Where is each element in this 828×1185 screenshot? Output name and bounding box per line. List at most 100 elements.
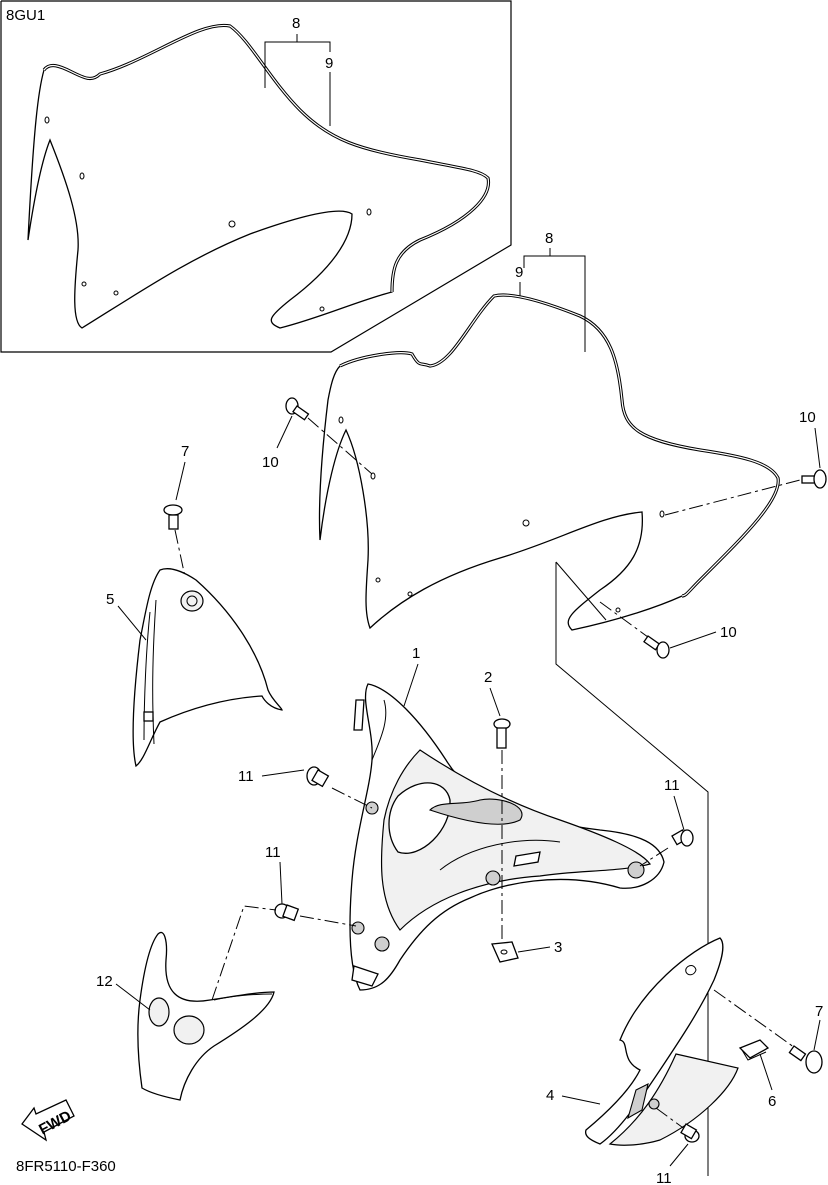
callout-2: 2 [484, 669, 492, 686]
inset-hole [79, 172, 85, 180]
nut-3: 3 [491, 939, 562, 963]
bolt-2: 2 [484, 669, 511, 942]
nut-11-left: 11 [238, 766, 373, 809]
inset-hole [366, 208, 372, 216]
callout-9-inset: 9 [325, 55, 333, 72]
leader-11-bottom [669, 1143, 689, 1167]
nut-11-body [680, 1123, 698, 1140]
inset-edge-trim-inner [43, 24, 490, 293]
leader-10-left [276, 415, 293, 449]
cowling-1-boss [374, 936, 390, 952]
bolt-axis [713, 989, 799, 1051]
windscreen-hole [615, 607, 621, 613]
leader-10-lower [669, 631, 717, 649]
cowling-1-duct [428, 798, 523, 825]
leader-11-mid [279, 861, 283, 905]
callout-7-left: 7 [181, 443, 189, 460]
callout-11-bottom: 11 [656, 1170, 672, 1185]
nut-11-body [311, 769, 330, 788]
callout-10-right: 10 [799, 409, 816, 426]
side-panel-4: 4 [546, 937, 739, 1146]
leader-10-right [814, 427, 821, 469]
nut-11-axis [299, 915, 357, 927]
inset-hole [44, 116, 50, 124]
clip-6: 6 [738, 1039, 776, 1110]
windscreen-hole [407, 591, 413, 597]
windscreen-edge-trim-inner [339, 294, 779, 597]
screw-head [656, 641, 670, 659]
bolt-shank [788, 1045, 807, 1062]
inset-frame [0, 0, 512, 353]
main-windscreen-group: 8 9 [318, 230, 780, 631]
callout-10-left: 10 [262, 454, 279, 471]
bolt-head [163, 504, 183, 516]
panel-5-grommet [180, 590, 204, 612]
callout-11-right: 11 [664, 777, 680, 794]
leader-3 [517, 946, 551, 953]
screw-axis [307, 417, 373, 475]
cowling-1-tab [351, 699, 541, 987]
inset-hole [319, 306, 325, 312]
guide-frame-top [555, 561, 607, 621]
screw-10-right: 10 [664, 409, 827, 516]
cowling-1-boss [485, 870, 501, 886]
variant-label: 8GU1 [6, 7, 45, 24]
inset-hole [228, 220, 236, 228]
screw-axis [664, 479, 801, 516]
callout-4: 4 [546, 1087, 554, 1104]
cowling-1: 1 [349, 645, 665, 991]
inset-hole [81, 281, 87, 287]
drawing-code: 8FR5110-F360 [16, 1158, 116, 1175]
screw-10-left: 10 [262, 397, 373, 475]
callout-7-right: 7 [815, 1003, 823, 1020]
callout-6: 6 [768, 1093, 776, 1110]
lower-cowl-12-duct [148, 997, 170, 1027]
windscreen-hole [522, 519, 530, 527]
screw-10-lower: 10 [599, 601, 737, 659]
screw-shank [292, 405, 310, 421]
lower-cowl-12-edge [213, 993, 273, 1001]
bolt-head [805, 1050, 823, 1074]
callout-5: 5 [106, 591, 114, 608]
callout-3: 3 [554, 939, 562, 956]
leader-8-main [523, 255, 586, 352]
leader-4 [561, 1095, 601, 1105]
leader-12 [115, 983, 151, 1011]
bolt-2-shank [496, 727, 507, 749]
screw-axis [599, 601, 653, 641]
callout-11-left: 11 [238, 768, 254, 785]
panel-4-vent [627, 1082, 649, 1120]
callout-8-main: 8 [545, 230, 553, 247]
windscreen-hole [659, 510, 665, 518]
bolt-shank [168, 514, 179, 530]
nut-11-bottom: 11 [655, 1107, 700, 1185]
nut-3-body [491, 941, 519, 963]
lower-cowl-12-axis [211, 905, 277, 1001]
variant-inset: 8GU1 8 9 [0, 0, 512, 353]
bolt-7-left: 7 [163, 443, 191, 601]
windscreen [318, 294, 779, 631]
screw-head [813, 469, 827, 489]
lower-cowl-12: 12 [96, 905, 277, 1101]
panel-5-body [132, 568, 283, 768]
cowling-1-opening [388, 782, 451, 854]
panel-5-inner [143, 599, 157, 745]
panel-5-grommet-hole [186, 595, 198, 607]
nut-11-axis [655, 1107, 687, 1131]
cowling-1-boss [351, 921, 365, 935]
leader-11-left [261, 769, 305, 777]
windscreen-hole [338, 416, 344, 424]
nut-3-hole [500, 949, 508, 955]
leader-6 [759, 1053, 773, 1091]
leader-1 [403, 663, 419, 707]
cowling-1-ridge [371, 699, 561, 871]
leader-11-right [673, 795, 685, 831]
callout-8-inset: 8 [292, 15, 300, 32]
windscreen-hole [375, 577, 381, 583]
inset-hole [113, 290, 119, 296]
nut-11-axis [331, 787, 373, 809]
fwd-arrow-shape [21, 1099, 75, 1142]
bolt-7-right: 7 [713, 989, 823, 1074]
panel-5-tab [143, 711, 154, 722]
